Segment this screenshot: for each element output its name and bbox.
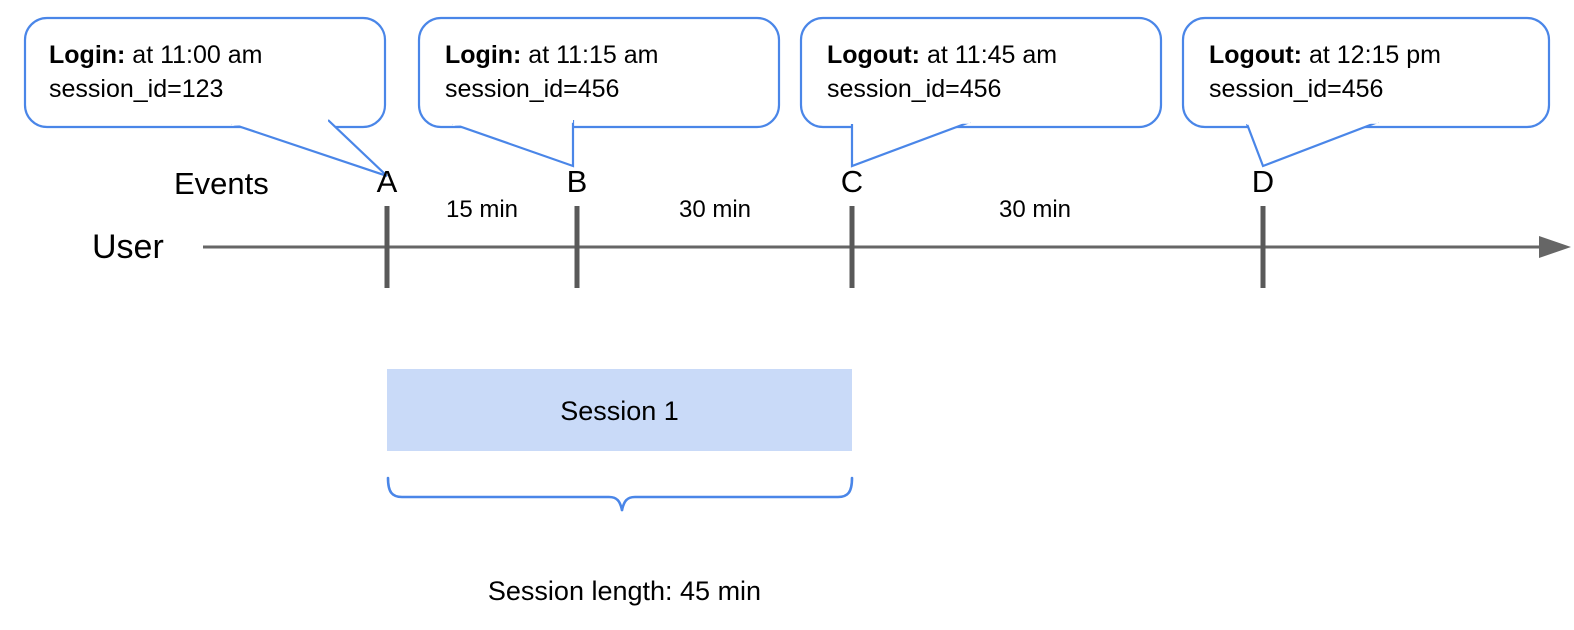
callout-bubble-2: [417, 16, 781, 168]
callout-tail-mask-2: [452, 119, 574, 126]
interval-label-ab: 15 min: [445, 196, 519, 223]
timeline-axis: [203, 236, 1571, 258]
marker-label-a: A: [376, 164, 398, 199]
callout-text-2: Login: at 11:15 am session_id=456: [445, 38, 658, 106]
callout-rest-2: at 11:15 am: [521, 41, 659, 69]
callout-lead-1: Login:: [49, 41, 126, 69]
callout-text-4: Logout: at 12:15 pm session_id=456: [1209, 38, 1441, 106]
callout-line1-3: Logout: at 11:45 am: [827, 38, 1057, 72]
callout-text-1: Login: at 11:00 am session_id=123: [49, 38, 262, 106]
marker-label-c: C: [840, 164, 864, 199]
callout-bubble-4: [1181, 16, 1551, 168]
callout-line1-2: Login: at 11:15 am: [445, 38, 658, 72]
callout-tail-1: [231, 119, 388, 178]
session-bar-label: Session 1: [560, 396, 679, 426]
events-row-label: Events: [174, 166, 269, 201]
callout-line2-3: session_id=456: [827, 75, 1002, 103]
callout-bubble-3: [799, 16, 1163, 168]
marker-label-b: B: [566, 164, 588, 199]
callout-tail-mask-4: [1246, 120, 1379, 125]
callout-body-4: [1181, 16, 1551, 129]
session-bar-rect: [387, 369, 852, 451]
callout-tail-4: [1245, 120, 1379, 168]
callout-lead-4: Logout:: [1209, 41, 1303, 69]
callout-tail-3: [850, 120, 971, 168]
callout-tail-mask-1: [231, 118, 329, 126]
callout-line2-1: session_id=123: [49, 75, 224, 103]
callout-bubble-1: [23, 16, 388, 178]
session-brace: [386, 476, 854, 512]
callout-rest-4: at 12:15 pm: [1302, 41, 1441, 69]
callout-line1-1: Login: at 11:00 am: [49, 38, 262, 72]
callout-body-3: [799, 16, 1163, 129]
callout-line1-4: Logout: at 12:15 pm: [1209, 38, 1441, 72]
callout-rest-1: at 11:00 am: [125, 41, 263, 69]
callout-lead-2: Login:: [445, 41, 522, 69]
user-row-label: User: [92, 228, 164, 266]
interval-label-bc: 30 min: [678, 196, 752, 223]
callout-lead-3: Logout:: [827, 41, 921, 69]
callout-body-1: [23, 16, 387, 129]
callout-body-2: [417, 16, 781, 129]
callout-rest-3: at 11:45 am: [920, 41, 1058, 69]
callout-line2-4: session_id=456: [1209, 75, 1384, 103]
interval-label-cd: 30 min: [998, 196, 1072, 223]
callout-text-3: Logout: at 11:45 am session_id=456: [827, 38, 1057, 106]
axis-arrowhead: [1539, 236, 1571, 258]
callout-line2-2: session_id=456: [445, 75, 620, 103]
session-length-caption: Session length: 45 min: [487, 576, 762, 606]
marker-label-d: D: [1251, 164, 1275, 199]
callout-tail-2: [452, 120, 575, 168]
